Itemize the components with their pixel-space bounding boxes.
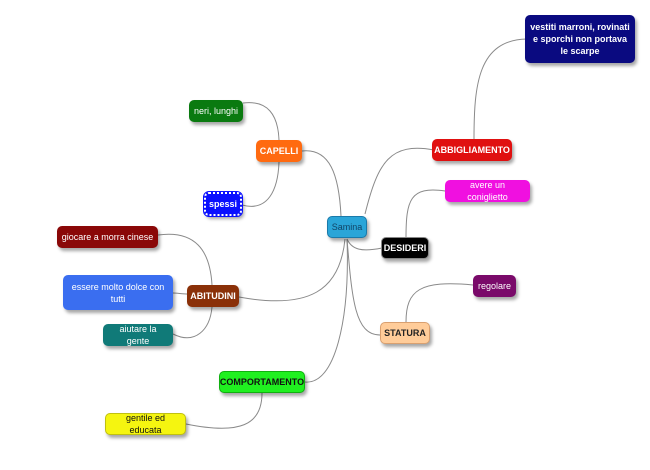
node-spessi[interactable]: spessi: [203, 191, 243, 217]
link-center-comportamento: [304, 238, 348, 383]
link-center-abitudini: [238, 238, 346, 302]
link-capelli-neri: [242, 102, 280, 141]
node-essere-dolce[interactable]: essere molto dolce con tutti: [63, 275, 173, 310]
link-center-abbigliamento: [364, 147, 435, 215]
link-abitudini-dolce: [172, 292, 189, 295]
branch-statura[interactable]: STATURA: [380, 322, 430, 344]
link-center-statura: [346, 238, 381, 336]
node-neri-lunghi[interactable]: neri, lunghi: [189, 100, 243, 122]
branch-abbigliamento[interactable]: ABBIGLIAMENTO: [432, 139, 512, 161]
link-desideri-coniglietto: [405, 189, 446, 239]
node-gentile-educata[interactable]: gentile ed educata: [105, 413, 186, 435]
node-giocare-morra[interactable]: giocare a morra cinese: [57, 226, 158, 248]
center-node-samina[interactable]: Samina: [327, 216, 367, 238]
node-regolare[interactable]: regolare: [473, 275, 516, 297]
link-center-desideri: [346, 238, 383, 251]
node-vestiti[interactable]: vestiti marroni, rovinati e sporchi non …: [525, 15, 635, 63]
link-abitudini-aiutare: [172, 306, 213, 339]
node-avere-coniglietto[interactable]: avere un coniglietto: [445, 180, 530, 202]
branch-abitudini[interactable]: ABITUDINI: [187, 285, 239, 307]
link-capelli-spessi: [241, 161, 280, 207]
link-comportamento-gentile: [185, 392, 263, 429]
branch-comportamento[interactable]: COMPORTAMENTO: [219, 371, 305, 393]
node-aiutare-gente[interactable]: aiutare la gente: [103, 324, 173, 346]
link-abbigliamento-detail: [473, 38, 528, 140]
link-center-capelli: [301, 150, 342, 217]
branch-capelli[interactable]: CAPELLI: [256, 140, 302, 162]
branch-desideri[interactable]: DESIDERI: [381, 237, 429, 259]
link-statura-regolare: [405, 283, 474, 323]
link-abitudini-morra: [157, 233, 213, 286]
